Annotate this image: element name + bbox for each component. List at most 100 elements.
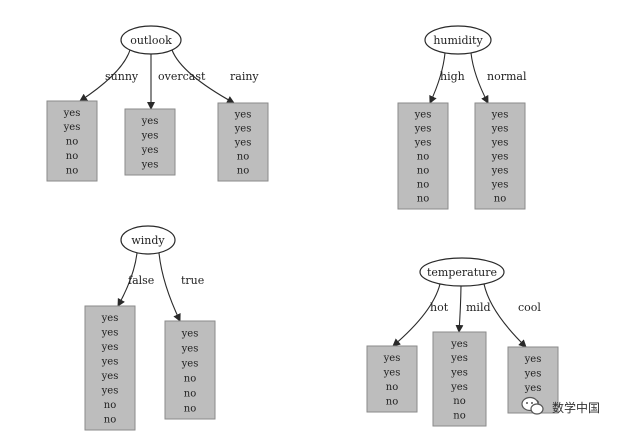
leaf-value: yes (450, 339, 468, 350)
leaf-value: yes (414, 110, 432, 121)
leaf-box: yes yes yes yes yes yes no (474, 102, 526, 210)
leaf-value: yes (234, 110, 252, 121)
branch-edge (429, 52, 446, 104)
leaf-value: yes (491, 124, 509, 135)
leaf-value: no (184, 403, 196, 414)
node-ellipse (419, 257, 505, 287)
node-ellipse (120, 225, 176, 255)
leaf-value: yes (414, 124, 432, 135)
leaf-value: no (417, 152, 429, 163)
leaf-value: yes (141, 159, 159, 170)
leaf-value: yes (491, 166, 509, 177)
branch-label: rainy (230, 70, 259, 83)
leaf-value: yes (63, 108, 81, 119)
leaf-value: no (66, 165, 78, 176)
leaf-value: yes (141, 116, 159, 127)
leaf-value: yes (101, 327, 119, 338)
leaf-box-background (84, 305, 136, 431)
leaf-box: yes yes yes yes (124, 108, 176, 176)
leaf-value: no (453, 410, 465, 421)
leaf-value: no (386, 396, 398, 407)
leaf-value: no (494, 194, 506, 205)
leaf-box-background (397, 102, 449, 210)
branch-edge (455, 285, 464, 333)
leaf-value: yes (181, 358, 199, 369)
branch-edge (392, 283, 441, 347)
node-ellipse (424, 25, 492, 55)
leaf-value: yes (181, 343, 199, 354)
attribute-node: temperature (419, 257, 505, 287)
branch-label: false (128, 274, 154, 287)
leaf-box: yes yes no no (366, 345, 418, 413)
leaf-value: yes (101, 371, 119, 382)
attribute-node: outlook (120, 25, 182, 55)
leaf-box: yes yes yes no no (217, 102, 269, 182)
leaf-value: yes (234, 138, 252, 149)
branch-label: mild (466, 301, 491, 314)
leaf-value: no (184, 388, 196, 399)
leaf-value: yes (383, 367, 401, 378)
leaf-box-background (46, 100, 98, 182)
branch-label: sunny (105, 70, 139, 83)
attribute-node: humidity (424, 25, 492, 55)
attribute-label: outlook (130, 34, 172, 47)
branch-label: high (440, 70, 465, 83)
leaf-value: no (237, 152, 249, 163)
branch-edge (470, 52, 489, 104)
leaf-value: yes (450, 353, 468, 364)
leaf-value: yes (491, 180, 509, 191)
branch-label: cool (518, 301, 541, 314)
leaf-value: yes (63, 122, 81, 133)
leaf-value: yes (491, 138, 509, 149)
branch-edge (79, 49, 131, 102)
leaf-value: yes (101, 313, 119, 324)
branch-label: hot (430, 301, 449, 314)
branch-label: normal (487, 70, 527, 83)
leaf-value: no (417, 194, 429, 205)
attribute-label: temperature (427, 266, 497, 279)
branch-edge (158, 252, 181, 322)
leaf-box-background (432, 331, 487, 427)
leaf-value: yes (234, 124, 252, 135)
leaf-value: yes (524, 354, 542, 365)
leaf-value: yes (181, 328, 199, 339)
branch-label: true (181, 274, 204, 287)
leaf-value: yes (491, 110, 509, 121)
leaf-value: yes (383, 353, 401, 364)
leaf-value: yes (141, 145, 159, 156)
branch-edge (117, 252, 138, 307)
leaf-value: no (417, 180, 429, 191)
branch-edge (171, 49, 235, 104)
leaf-value: yes (101, 342, 119, 353)
leaf-value: yes (141, 130, 159, 141)
leaf-value: no (237, 166, 249, 177)
leaf-box-background (366, 345, 418, 413)
leaf-box-background (217, 102, 269, 182)
leaf-value: no (66, 137, 78, 148)
leaf-value: no (453, 396, 465, 407)
leaf-value: no (104, 400, 116, 411)
leaf-value: no (104, 414, 116, 425)
leaf-box-background (474, 102, 526, 210)
wechat-icon (521, 396, 544, 415)
leaf-value: yes (101, 356, 119, 367)
tree-humidity: highyesyesyesnononononormalyesyesyesyesy… (397, 25, 527, 210)
attribute-label: humidity (433, 34, 483, 47)
leaf-box: yes yes yes yes no no (432, 331, 487, 427)
leaf-value: yes (491, 152, 509, 163)
leaf-value: yes (524, 368, 542, 379)
attribute-label: windy (131, 234, 165, 247)
attribute-node: windy (120, 225, 176, 255)
leaf-value: no (386, 382, 398, 393)
leaf-value: yes (450, 367, 468, 378)
branch-label: overcast (158, 70, 206, 83)
tree-outlook: sunny yes yes no no no overcast yes yes yes yes rai… (46, 25, 269, 182)
leaf-value: yes (450, 382, 468, 393)
watermark: 数学中国 (521, 396, 600, 415)
leaf-value: no (417, 166, 429, 177)
branch-edge (483, 283, 527, 348)
